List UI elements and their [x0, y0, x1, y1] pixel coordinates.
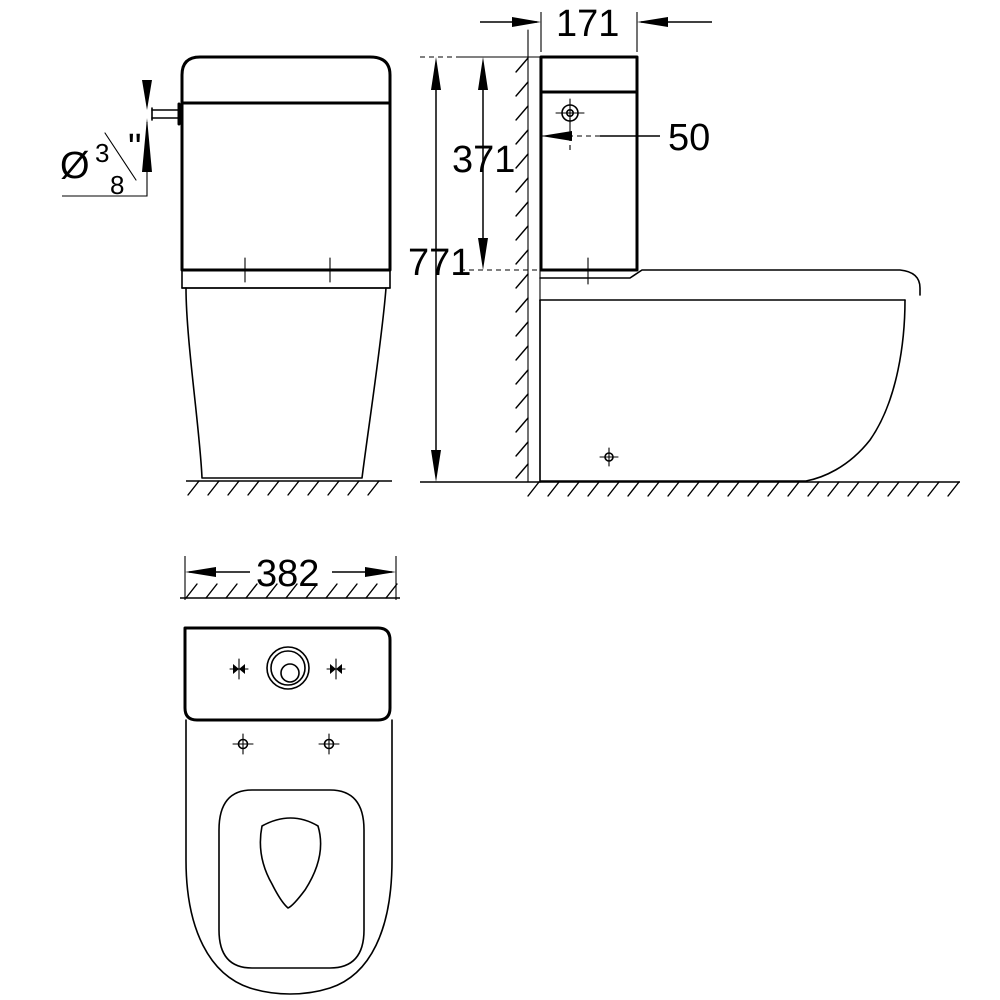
cistern-bolt-left — [229, 658, 249, 680]
dimension-171: 171 — [480, 3, 712, 52]
fixing-hole-left — [232, 733, 254, 755]
dimension-382-label: 382 — [256, 553, 319, 595]
dimension-171-label: 171 — [556, 3, 619, 45]
dimension-771-label: 771 — [408, 242, 471, 284]
front-elevation-view: Ø 3 8 " — [60, 55, 392, 496]
water-spot-plan — [259, 817, 322, 909]
pan-pedestal-front — [185, 287, 387, 479]
pan-rim-top-side — [539, 269, 921, 296]
bowl-rim-plan — [218, 789, 365, 969]
cistern-lid-front — [180, 55, 392, 105]
fixing-hole-right — [318, 733, 340, 755]
outlet-centre-mark — [599, 447, 619, 467]
fraction-bar — [104, 132, 137, 181]
plan-view: 382 — [180, 553, 400, 995]
cistern-body-side — [539, 90, 639, 272]
plan-wall-hatching — [185, 583, 398, 599]
pan-body-side — [539, 299, 906, 483]
diameter-symbol: Ø — [60, 145, 90, 187]
side-elevation-view — [420, 29, 960, 497]
inlet-thread-label: Ø 3 8 " — [60, 127, 142, 200]
flush-button[interactable] — [266, 646, 310, 690]
cistern-body-front — [180, 101, 392, 272]
inlet-thread-dimension — [62, 80, 152, 197]
fraction-numerator: 3 — [95, 138, 109, 168]
floor-hatching-front — [187, 480, 380, 496]
pan-outline-plan — [185, 719, 393, 995]
dimension-371-label: 371 — [452, 139, 515, 181]
cistern-bolt-right — [326, 658, 346, 680]
dimension-50: 50 — [541, 110, 710, 160]
inch-mark: " — [128, 127, 142, 169]
fraction-denominator: 8 — [110, 170, 124, 200]
dimension-382: 382 — [184, 553, 397, 600]
cistern-top-plan — [183, 626, 392, 722]
floor-hatching-side — [527, 481, 960, 497]
dimension-771: 771 — [408, 56, 541, 483]
wall-hatching — [515, 57, 529, 479]
dimension-371: 371 — [452, 56, 541, 271]
dimension-50-label: 50 — [668, 117, 710, 159]
